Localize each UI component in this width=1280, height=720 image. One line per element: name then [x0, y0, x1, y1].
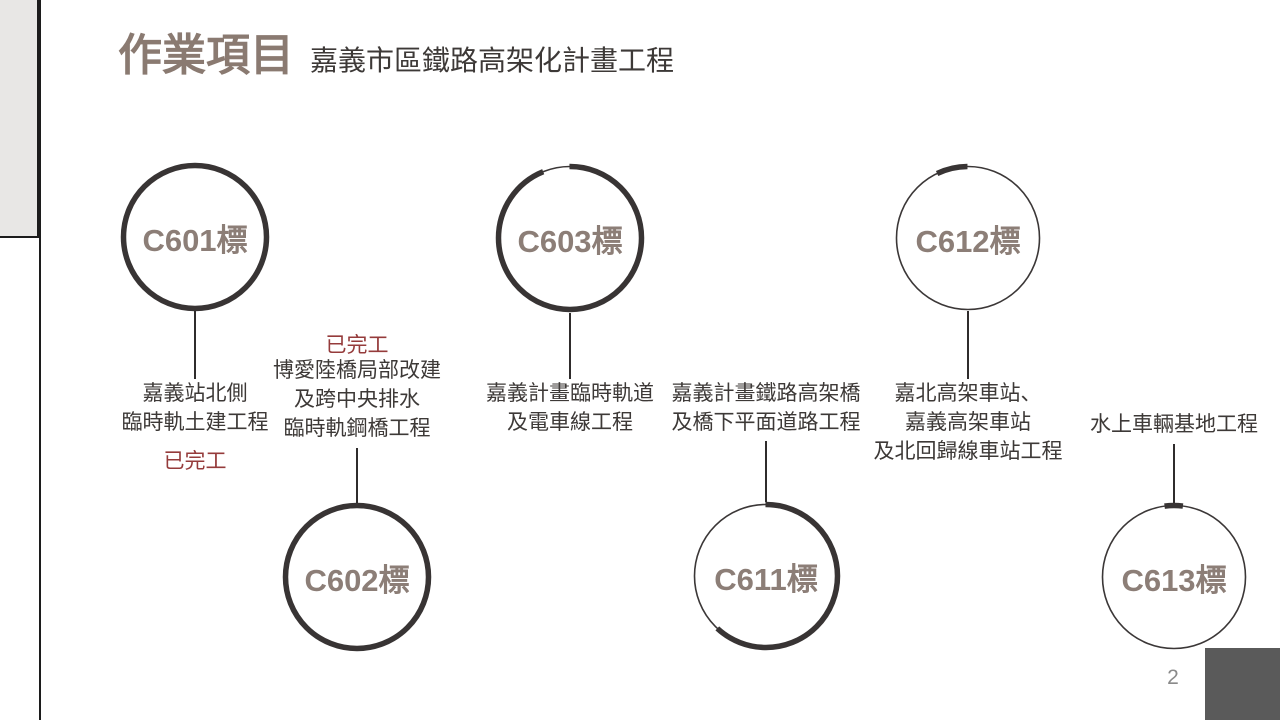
progress-ring-c613: [1099, 502, 1249, 652]
description-line: 水上車輛基地工程: [1090, 413, 1258, 436]
work-item-label: C603標: [517, 223, 623, 259]
work-item-c601: C601標: [120, 162, 270, 312]
progress-ring-c611: [691, 501, 841, 651]
progress-ring-c603: [495, 163, 645, 313]
work-item-c603: C603標: [495, 163, 645, 313]
page-title: 作業項目: [118, 31, 294, 80]
connector-line-c603: [569, 313, 571, 379]
status-completed-c601: 已完工: [163, 450, 227, 473]
description-line: 及電車線工程: [507, 411, 633, 434]
left-gray-box: [0, 0, 39, 238]
work-item-label: C613標: [1121, 562, 1227, 598]
description-line: 嘉義站北側: [142, 382, 248, 405]
work-item-c602: C602標: [282, 502, 432, 652]
connector-line-c613: [1173, 444, 1175, 503]
footer-corner-block: [1205, 648, 1280, 720]
connector-line-c612: [967, 311, 969, 379]
work-item-description-c601: 嘉義站北側 臨時軌土建工程: [75, 379, 315, 437]
description-line: 臨時軌鋼橋工程: [283, 417, 431, 440]
work-item-description-c602: 博愛陸橋局部改建 及跨中央排水 臨時軌鋼橋工程: [237, 356, 477, 443]
progress-ring-c601: [120, 162, 270, 312]
work-item-description-c611: 嘉義計畫鐵路高架橋 及橋下平面道路工程: [646, 379, 886, 437]
progress-ring-c612: [893, 163, 1043, 313]
work-item-label: C601標: [142, 222, 248, 258]
connector-line-c602: [356, 448, 358, 503]
work-item-c611: C611標: [691, 501, 841, 651]
connector-line-c601: [194, 311, 196, 379]
work-item-description-c603: 嘉義計畫臨時軌道 及電車線工程: [450, 379, 690, 437]
left-rule-line: [39, 0, 41, 720]
description-line: 及北回歸線車站工程: [873, 440, 1063, 463]
description-line: 嘉北高架車站、: [894, 382, 1042, 405]
description-line: 博愛陸橋局部改建: [273, 359, 441, 382]
work-item-c613: C613標: [1099, 502, 1249, 652]
description-line: 嘉義高架車站: [905, 411, 1031, 434]
description-line: 及橋下平面道路工程: [671, 411, 861, 434]
slide-header: 作業項目 嘉義市區鐵路高架化計畫工程: [118, 30, 674, 83]
work-item-label: C612標: [915, 223, 1021, 259]
page-number: 2: [1167, 666, 1179, 689]
page-subtitle: 嘉義市區鐵路高架化計畫工程: [310, 45, 675, 76]
progress-ring-c602: [282, 502, 432, 652]
status-completed-c602: 已完工: [325, 334, 389, 357]
description-line: 及跨中央排水: [294, 388, 420, 411]
work-item-description-c612: 嘉北高架車站、 嘉義高架車站 及北回歸線車站工程: [838, 379, 1098, 466]
description-line: 嘉義計畫臨時軌道: [486, 382, 654, 405]
description-line: 嘉義計畫鐵路高架橋: [671, 382, 861, 405]
work-item-description-c613: 水上車輛基地工程: [1054, 410, 1280, 439]
work-item-label: C602標: [304, 562, 410, 598]
connector-line-c611: [765, 441, 767, 502]
work-item-c612: C612標: [893, 163, 1043, 313]
description-line: 臨時軌土建工程: [121, 411, 269, 434]
work-item-label: C611標: [714, 561, 818, 597]
